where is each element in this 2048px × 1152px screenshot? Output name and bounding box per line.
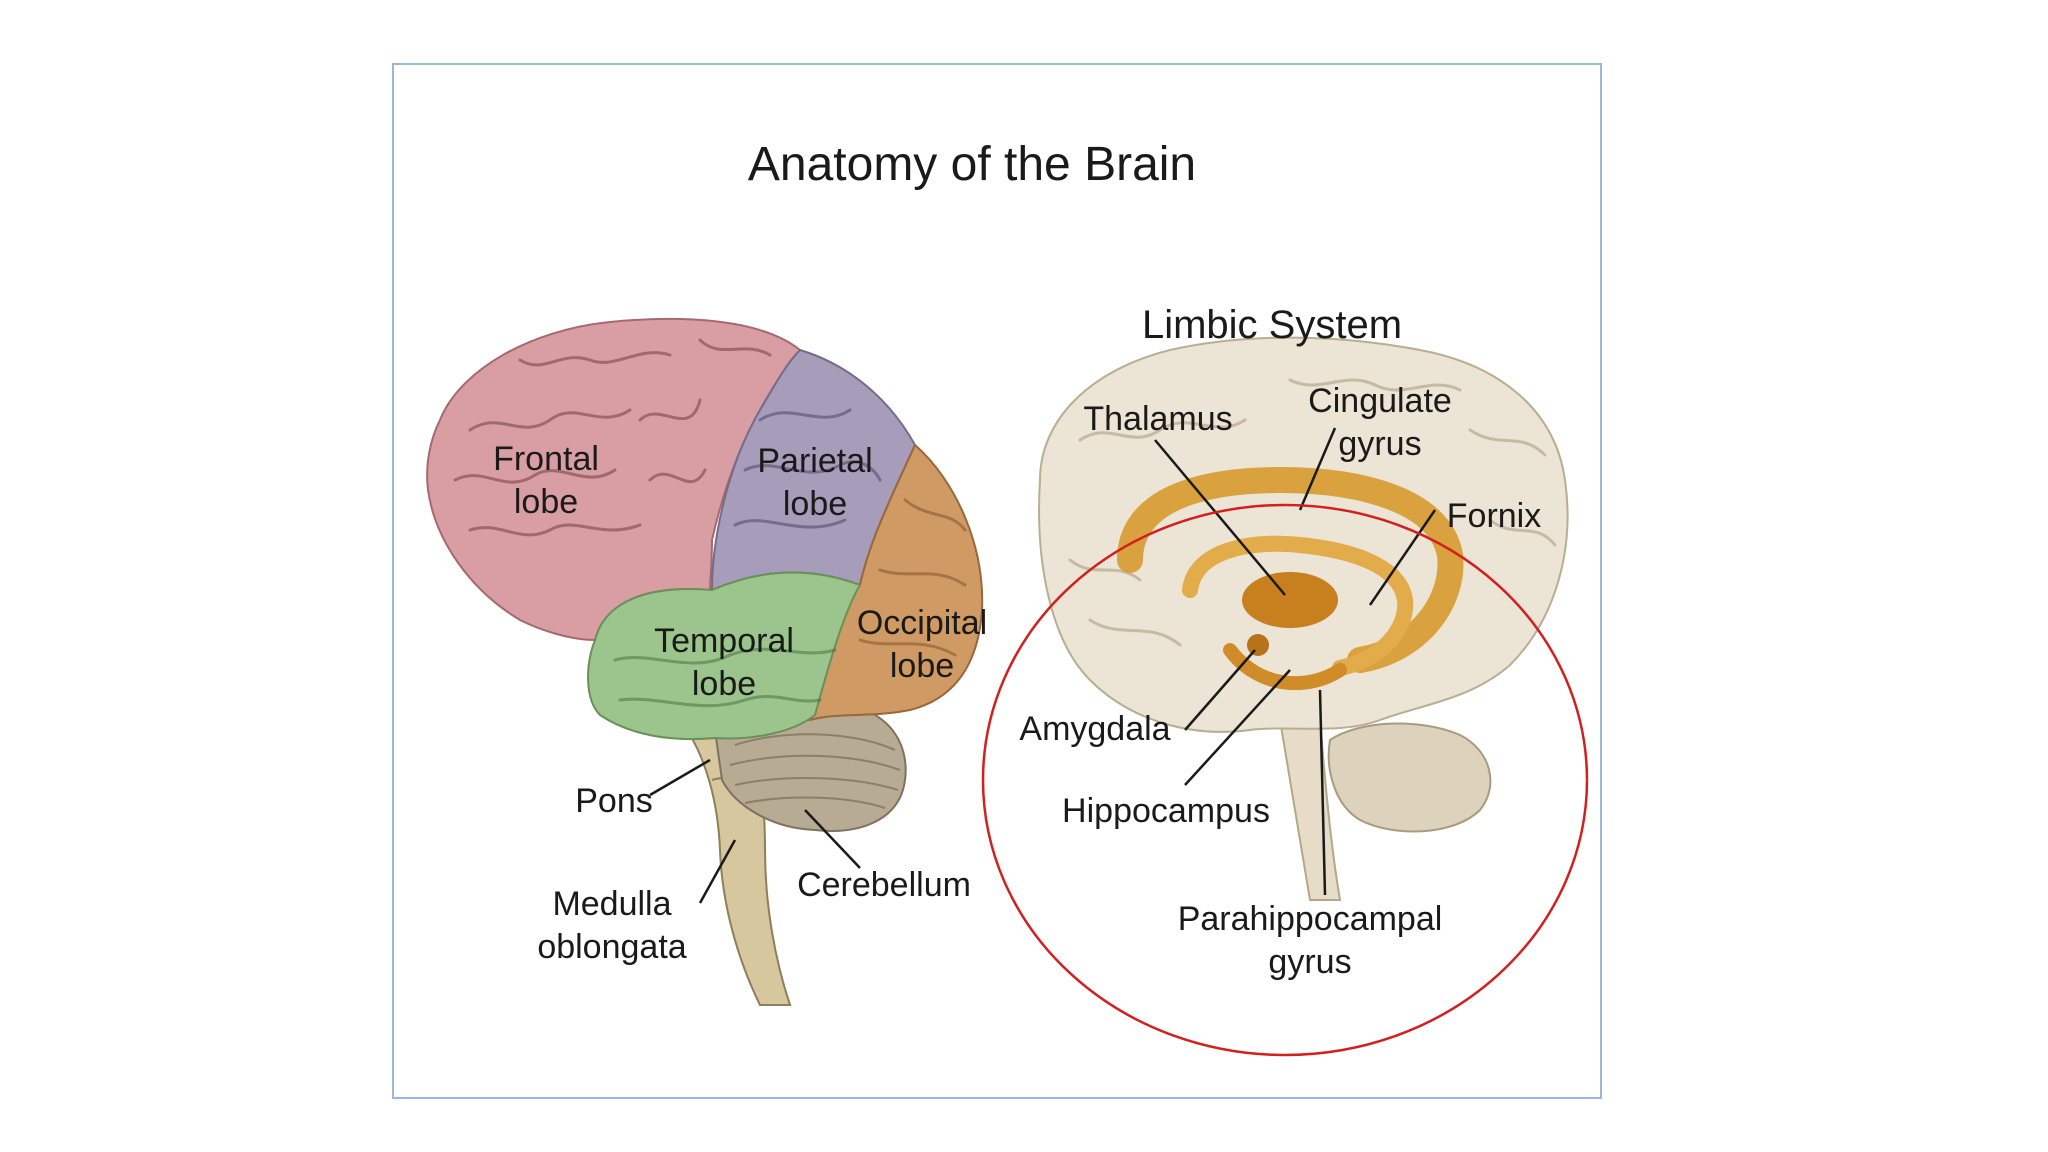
limbic-structures [1117, 466, 1464, 691]
limbic-system-title: Limbic System [1141, 303, 1403, 347]
pons-label: Pons [575, 782, 653, 820]
thalamus-shape [1242, 572, 1338, 628]
medulla-oblongata-label: Medulla oblongata [537, 885, 687, 966]
limbic-brain [981, 336, 1589, 1057]
hippocampus-label: Hippocampus [1062, 792, 1270, 830]
temporal-lobe [587, 571, 862, 741]
highlight-circle [981, 503, 1589, 1057]
frontal-lobe-label: Frontal lobe [493, 440, 599, 521]
fornix-label: Fornix [1446, 497, 1542, 535]
amygdala-shape [1247, 634, 1269, 656]
cingulate-gyrus-label: Cingulate gyrus [1308, 382, 1452, 463]
parahippocampal-gyrus-label: Parahippocampal gyrus [1177, 900, 1443, 981]
cerebellum-label: Cerebellum [797, 866, 971, 904]
frontal-lobe [426, 317, 802, 642]
parietal-lobe-label: Parietal lobe [757, 442, 873, 523]
amygdala-label: Amygdala [1019, 710, 1171, 748]
occipital-lobe [808, 443, 984, 722]
occipital-lobe-label: Occipital lobe [856, 604, 988, 685]
temporal-lobe-label: Temporal lobe [654, 622, 794, 703]
figure-title: Anatomy of the Brain [747, 138, 1197, 191]
lateral-brain [426, 317, 984, 1006]
thalamus-label: Thalamus [1083, 400, 1233, 438]
